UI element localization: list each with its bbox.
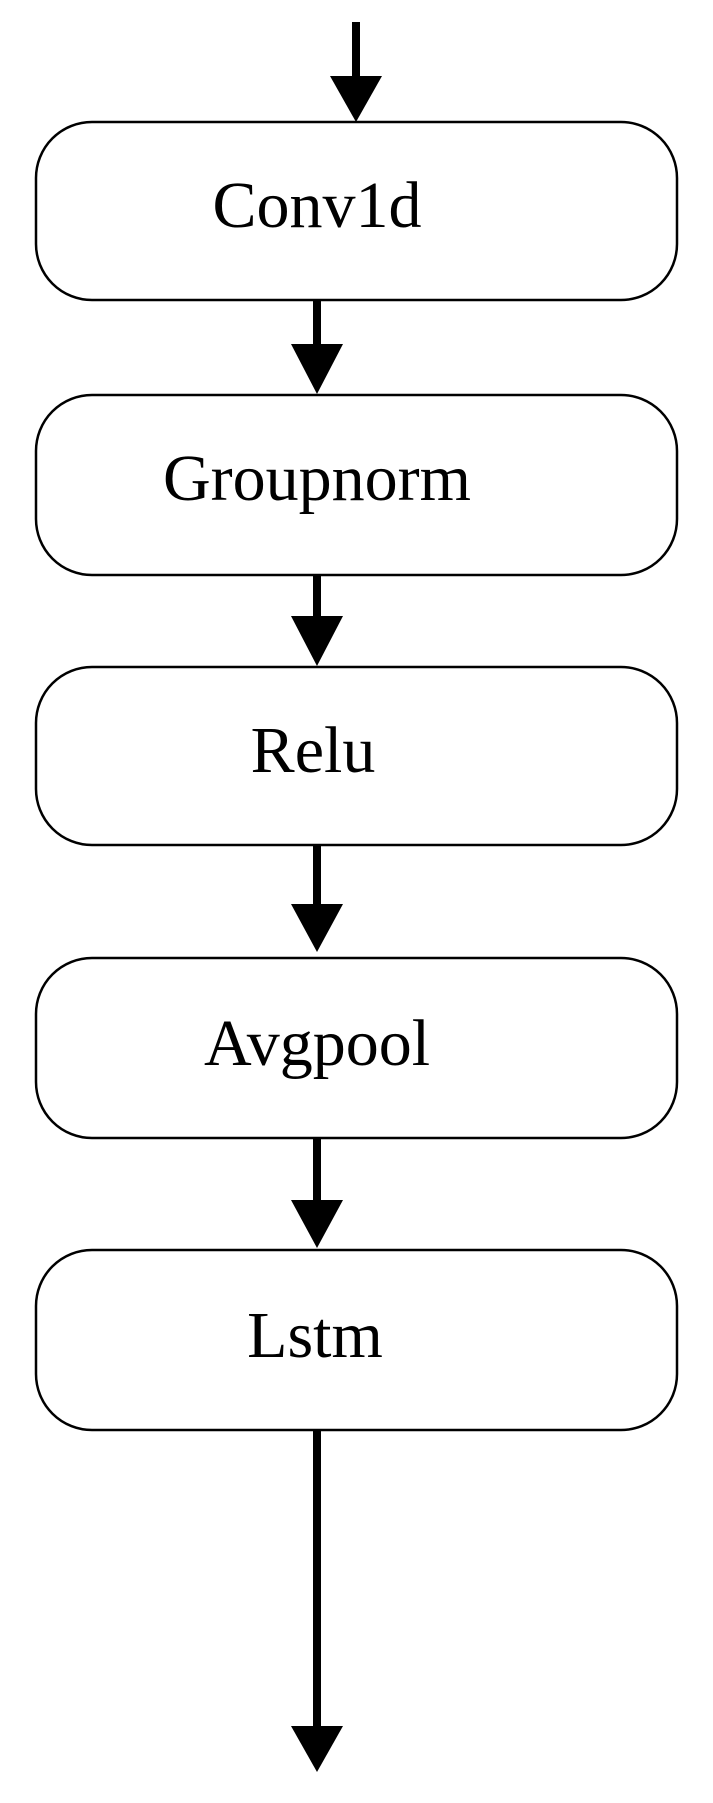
step-box-conv1d: Conv1d bbox=[34, 120, 679, 302]
step-box-lstm: Lstm bbox=[34, 1248, 679, 1432]
step-label-relu: Relu bbox=[251, 714, 376, 787]
arrow-groupnorm-to-relu bbox=[291, 575, 343, 666]
step-label-avgpool: Avgpool bbox=[204, 1007, 430, 1080]
arrow-conv1d-to-groupnorm bbox=[291, 300, 343, 394]
arrow-relu-to-avgpool bbox=[291, 845, 343, 952]
arrow-lstm-output bbox=[291, 1430, 343, 1772]
step-label-conv1d: Conv1d bbox=[212, 169, 421, 242]
arrow-input-to-conv1d bbox=[330, 22, 382, 122]
step-box-relu: Relu bbox=[34, 665, 679, 847]
step-box-avgpool: Avgpool bbox=[34, 956, 679, 1140]
step-box-groupnorm: Groupnorm bbox=[34, 393, 679, 577]
step-label-groupnorm: Groupnorm bbox=[163, 442, 471, 515]
arrow-avgpool-to-lstm bbox=[291, 1138, 343, 1248]
step-label-lstm: Lstm bbox=[247, 1299, 383, 1372]
